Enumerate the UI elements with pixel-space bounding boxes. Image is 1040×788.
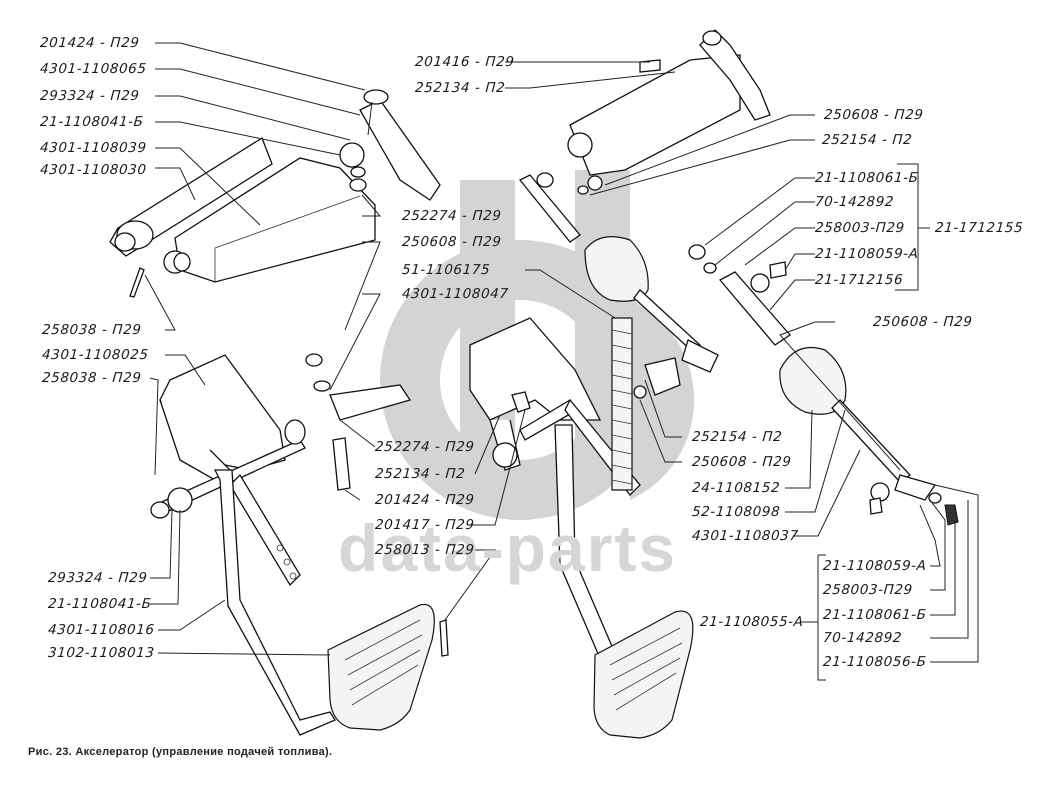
assembly-label: 21-1712155 [934, 220, 1024, 236]
part-label: 21-1108056-Б [822, 654, 928, 670]
part-label: 258038 - П29 [41, 322, 143, 338]
part-label: 250608 - П29 [691, 454, 793, 470]
part-label: 3102-1108013 [47, 645, 156, 661]
top-center-bracket [567, 29, 771, 195]
upper-left-bracket-assembly [109, 89, 441, 298]
part-label: 4301-1108016 [47, 622, 156, 638]
left-pedal-pad [327, 603, 449, 731]
part-label: 4301-1108030 [39, 162, 148, 178]
part-label: 21-1108041-Б [47, 596, 153, 612]
part-label: 201424 - П29 [39, 35, 141, 51]
assembly-label: 21-1108055-А [699, 614, 805, 630]
leader-lines [144, 42, 979, 681]
part-label: 258038 - П29 [41, 370, 143, 386]
part-label: 21-1108059-А [822, 558, 928, 574]
part-label: 21-1712156 [814, 272, 904, 288]
part-label: 252154 - П2 [821, 132, 913, 148]
part-label: 4301-1108047 [401, 286, 510, 302]
part-label: 70-142892 [814, 194, 895, 210]
part-label: 252134 - П2 [414, 80, 506, 96]
part-label: 4301-1108065 [39, 61, 148, 77]
part-label: 70-142892 [822, 630, 903, 646]
part-label: 258003-П29 [814, 220, 906, 236]
part-label: 252134 - П2 [374, 466, 466, 482]
part-label: 252274 - П29 [374, 439, 476, 455]
part-label: 250608 - П29 [401, 234, 503, 250]
part-label: 21-1108061-Б [822, 607, 928, 623]
part-label: 4301-1108025 [41, 347, 150, 363]
part-label: 250608 - П29 [823, 107, 925, 123]
part-label: 201417 - П29 [374, 517, 476, 533]
lower-left-pedal-assembly [150, 353, 412, 736]
right-cable-assembly [688, 244, 959, 526]
part-label: 201416 - П29 [414, 54, 516, 70]
part-label: 24-1108152 [691, 480, 781, 496]
part-label: 258003-П29 [822, 582, 914, 598]
part-label: 252274 - П29 [401, 208, 503, 224]
part-label: 4301-1108039 [39, 140, 148, 156]
part-label: 293324 - П29 [39, 88, 141, 104]
part-label: 258013 - П29 [374, 542, 476, 558]
watermark-text: data-parts [338, 511, 678, 585]
figure-caption: Рис. 23. Акселератор (управление подачей… [28, 746, 333, 758]
part-label: 4301-1108037 [691, 528, 800, 544]
part-label: 21-1108059-А [814, 246, 920, 262]
part-label: 51-1106175 [401, 262, 491, 278]
part-label: 250608 - П29 [872, 314, 974, 330]
part-label: 21-1108061-Б [814, 170, 920, 186]
part-label: 52-1108098 [691, 504, 781, 520]
part-label: 252154 - П2 [691, 429, 783, 445]
part-label: 21-1108041-Б [39, 114, 145, 130]
part-label: 201424 - П29 [374, 492, 476, 508]
part-label: 293324 - П29 [47, 570, 149, 586]
center-cable-boot [518, 172, 719, 373]
center-pedal-pad [593, 610, 694, 739]
